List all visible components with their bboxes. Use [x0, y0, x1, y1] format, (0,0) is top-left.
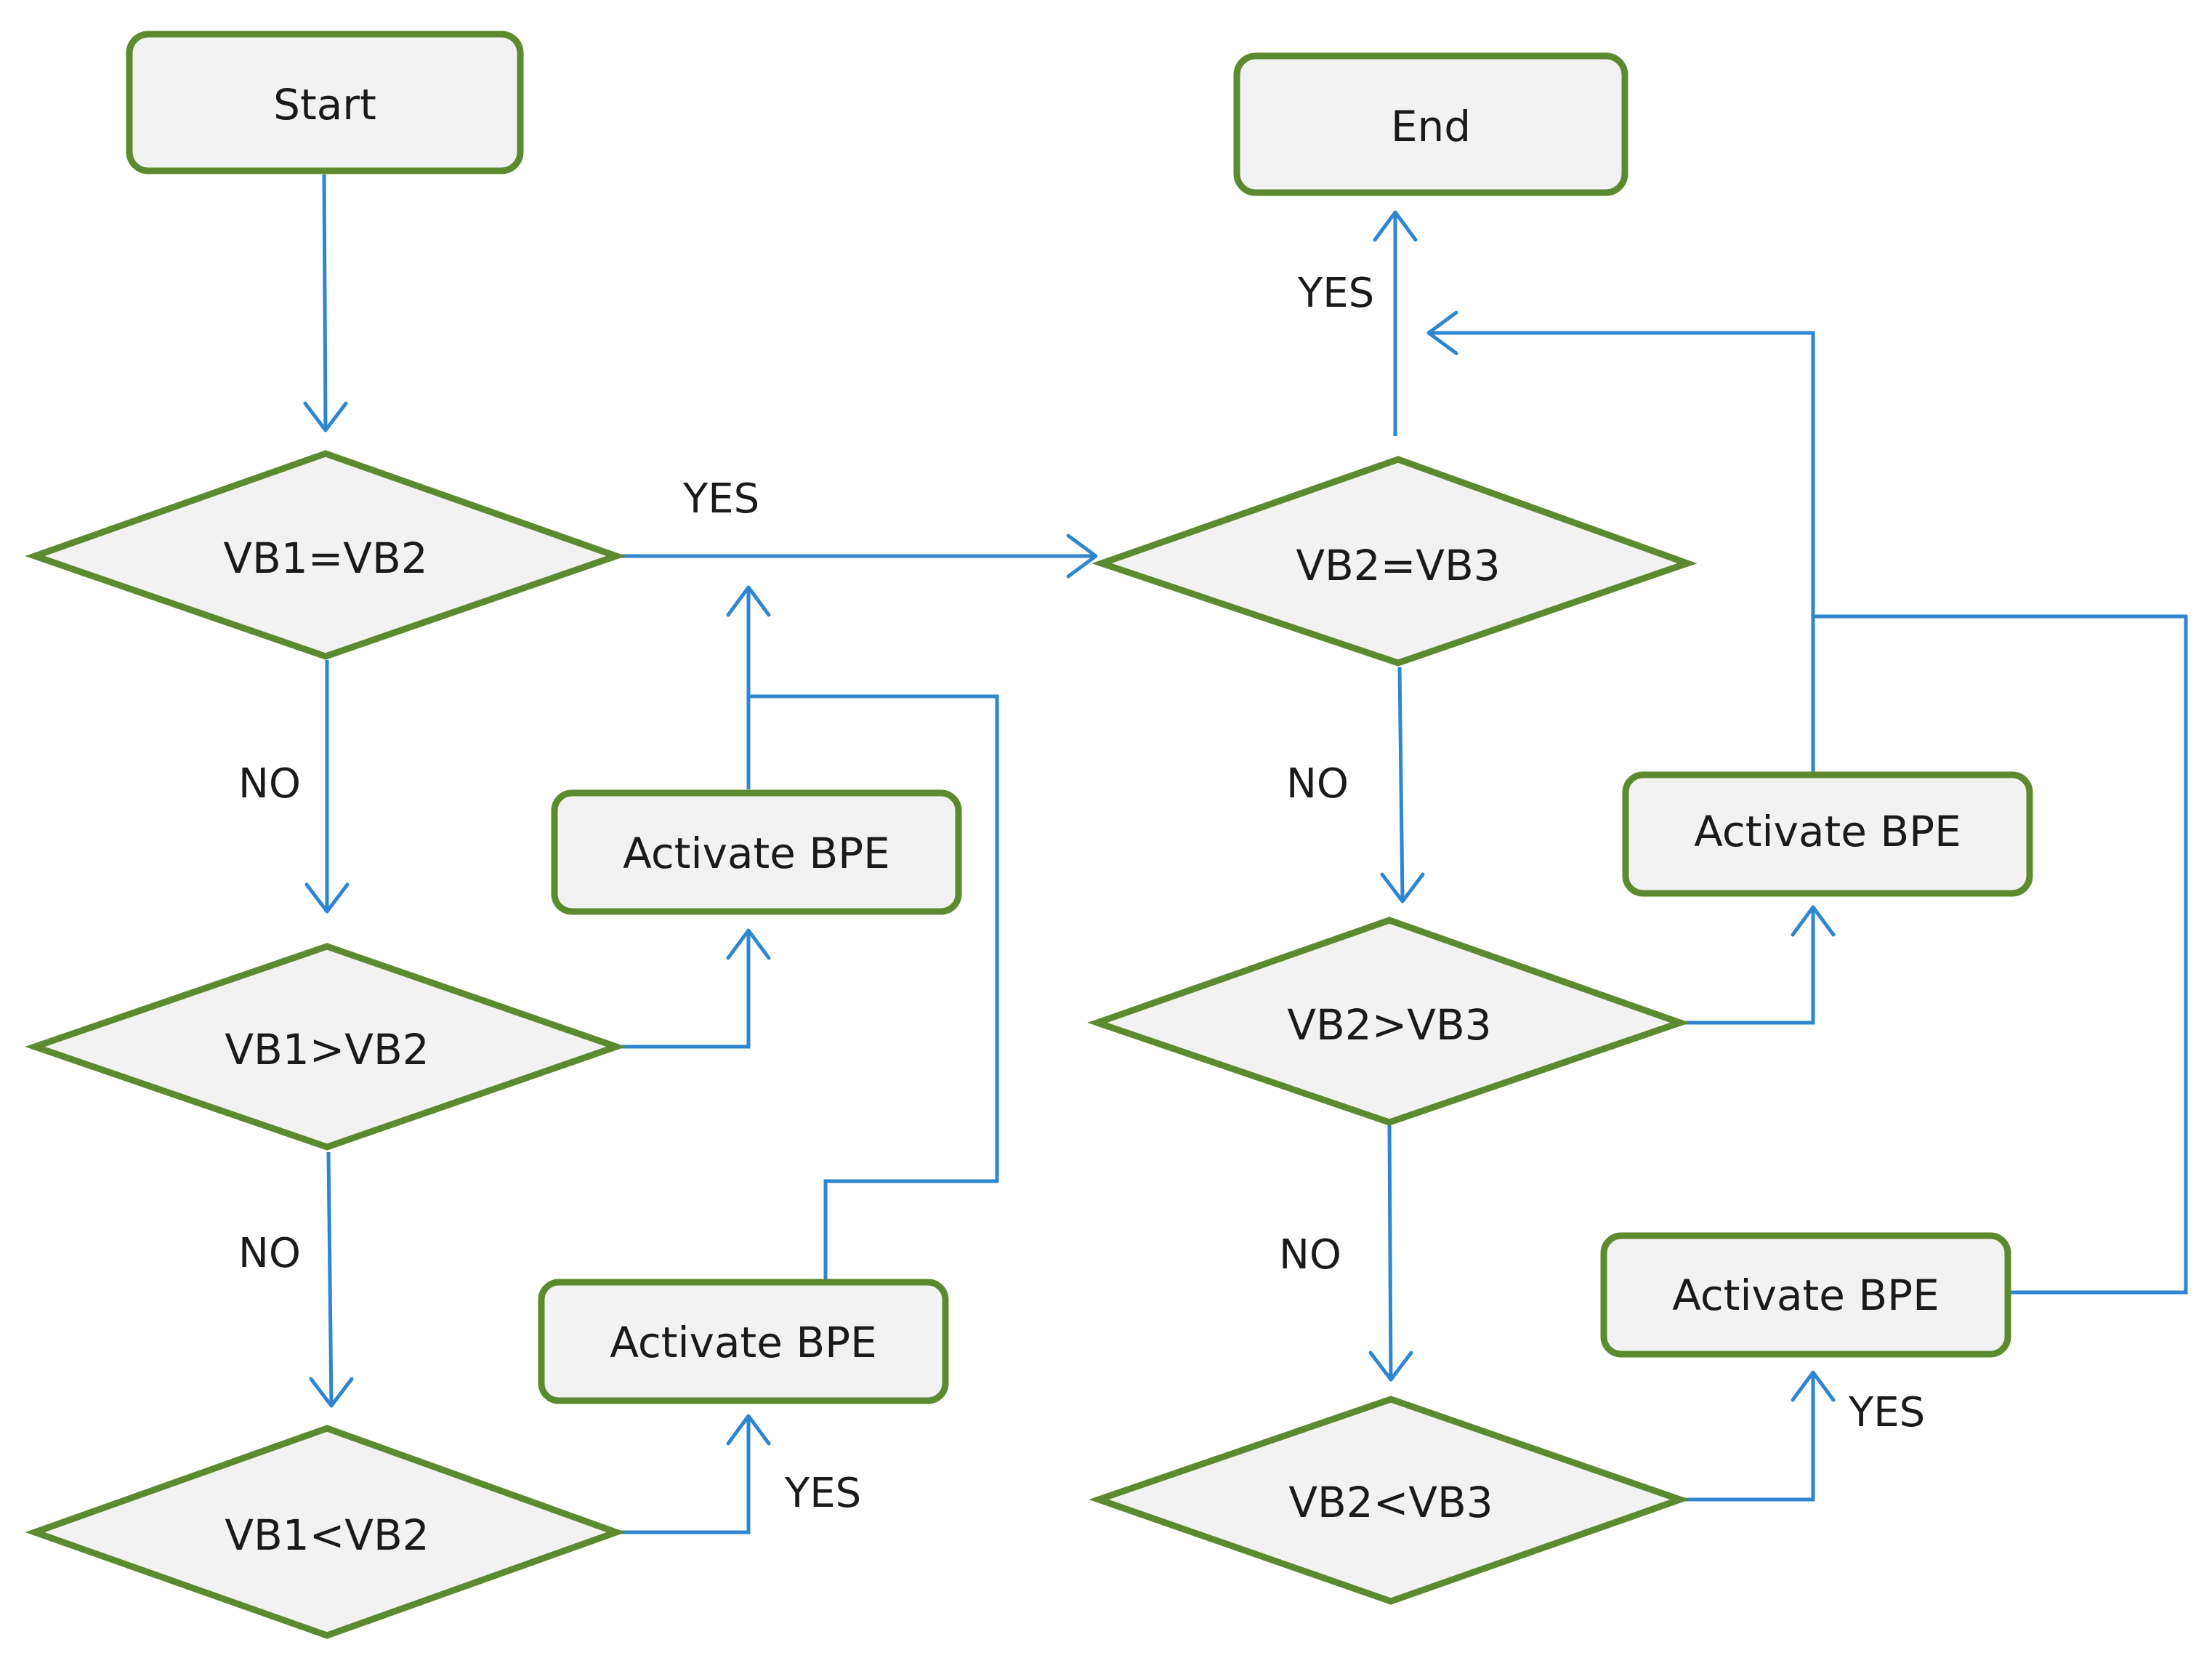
edge-label-yes: YES [1848, 1389, 1925, 1436]
arrowhead-icon [726, 928, 771, 960]
edge-labels: YES NO NO YES YES NO NO YES [238, 270, 1925, 1517]
edge-vb1-gt-vb2-no [326, 1151, 334, 1405]
arrowhead-icon [1791, 905, 1836, 937]
arrowhead-icon [1426, 310, 1458, 355]
arrowhead-icon [309, 1377, 354, 1408]
edge-bpe-2-to-join [748, 694, 999, 1279]
decision-vb2-gt-vb3: VB2>VB3 [1087, 917, 1690, 1126]
process-label: Activate BPE [623, 829, 890, 878]
edge-return-to-end [1429, 331, 1815, 772]
edge-label-no: NO [1286, 760, 1349, 808]
arrowhead-icon [1380, 872, 1425, 904]
edge-label-no: NO [238, 1230, 301, 1277]
arrowhead-icon [304, 882, 350, 914]
arrowhead-icon [1373, 210, 1418, 242]
start-label: Start [273, 80, 376, 129]
decision-vb2-lt-vb3: VB2<VB3 [1089, 1396, 1690, 1605]
process-label: Activate BPE [1694, 807, 1961, 856]
edge-vb2-gt-vb3-no [1387, 1124, 1393, 1379]
decision-vb1-eq-vb2: VB1=VB2 [25, 450, 626, 660]
edge-bpe-4-to-join [1813, 614, 2188, 1295]
process-label: Activate BPE [1672, 1271, 1939, 1320]
arrowhead-icon [726, 585, 771, 617]
edges [303, 174, 2188, 1534]
arrowhead-icon [1368, 1351, 1413, 1382]
process-activate-bpe-4: Activate BPE [1600, 1232, 2011, 1358]
arrowhead-icon [726, 1414, 771, 1446]
process-activate-bpe-3: Activate BPE [1622, 771, 2033, 897]
process-label: Activate BPE [610, 1318, 877, 1367]
edge-label-yes: YES [784, 1470, 861, 1517]
nodes: Start End VB1=VB2 VB1>VB2 VB1<VB2 VB2=VB… [25, 31, 2033, 1639]
decision-label: VB1=VB2 [223, 534, 427, 583]
decision-vb1-gt-vb2: VB1>VB2 [25, 943, 626, 1151]
decision-label: VB1<VB2 [225, 1510, 429, 1560]
decision-label: VB2=VB3 [1296, 541, 1500, 590]
start-node: Start [126, 31, 524, 174]
process-activate-bpe-1: Activate BPE [551, 789, 962, 915]
decision-label: VB1>VB2 [225, 1025, 429, 1074]
edge-label-no: NO [238, 760, 301, 808]
decision-vb2-eq-vb3: VB2=VB3 [1091, 456, 1698, 667]
arrowhead-icon [1066, 534, 1098, 579]
end-node: End [1233, 52, 1628, 196]
edge-label-yes: YES [682, 475, 759, 523]
edge-label-yes: YES [1297, 270, 1374, 317]
arrowhead-icon [303, 401, 348, 432]
edge-label-no: NO [1279, 1231, 1341, 1279]
decision-label: VB2>VB3 [1287, 1000, 1491, 1050]
decision-label: VB2<VB3 [1288, 1478, 1493, 1527]
edge-vb2-gt-vb3-to-bpe-3 [1680, 907, 1815, 1025]
edge-vb1-gt-vb2-to-bpe-1 [616, 930, 751, 1049]
edge-vb1-lt-vb2-yes [616, 1416, 751, 1534]
edge-vb2-lt-vb3-yes [1680, 1372, 1815, 1502]
arrowhead-icon [1791, 1370, 1836, 1402]
edge-start-to-vb1-eq-vb2 [322, 174, 328, 430]
end-label: End [1391, 102, 1471, 151]
edge-vb2-eq-vb3-no [1397, 667, 1405, 901]
decision-vb1-lt-vb2: VB1<VB2 [25, 1425, 626, 1639]
process-activate-bpe-2: Activate BPE [538, 1279, 949, 1404]
